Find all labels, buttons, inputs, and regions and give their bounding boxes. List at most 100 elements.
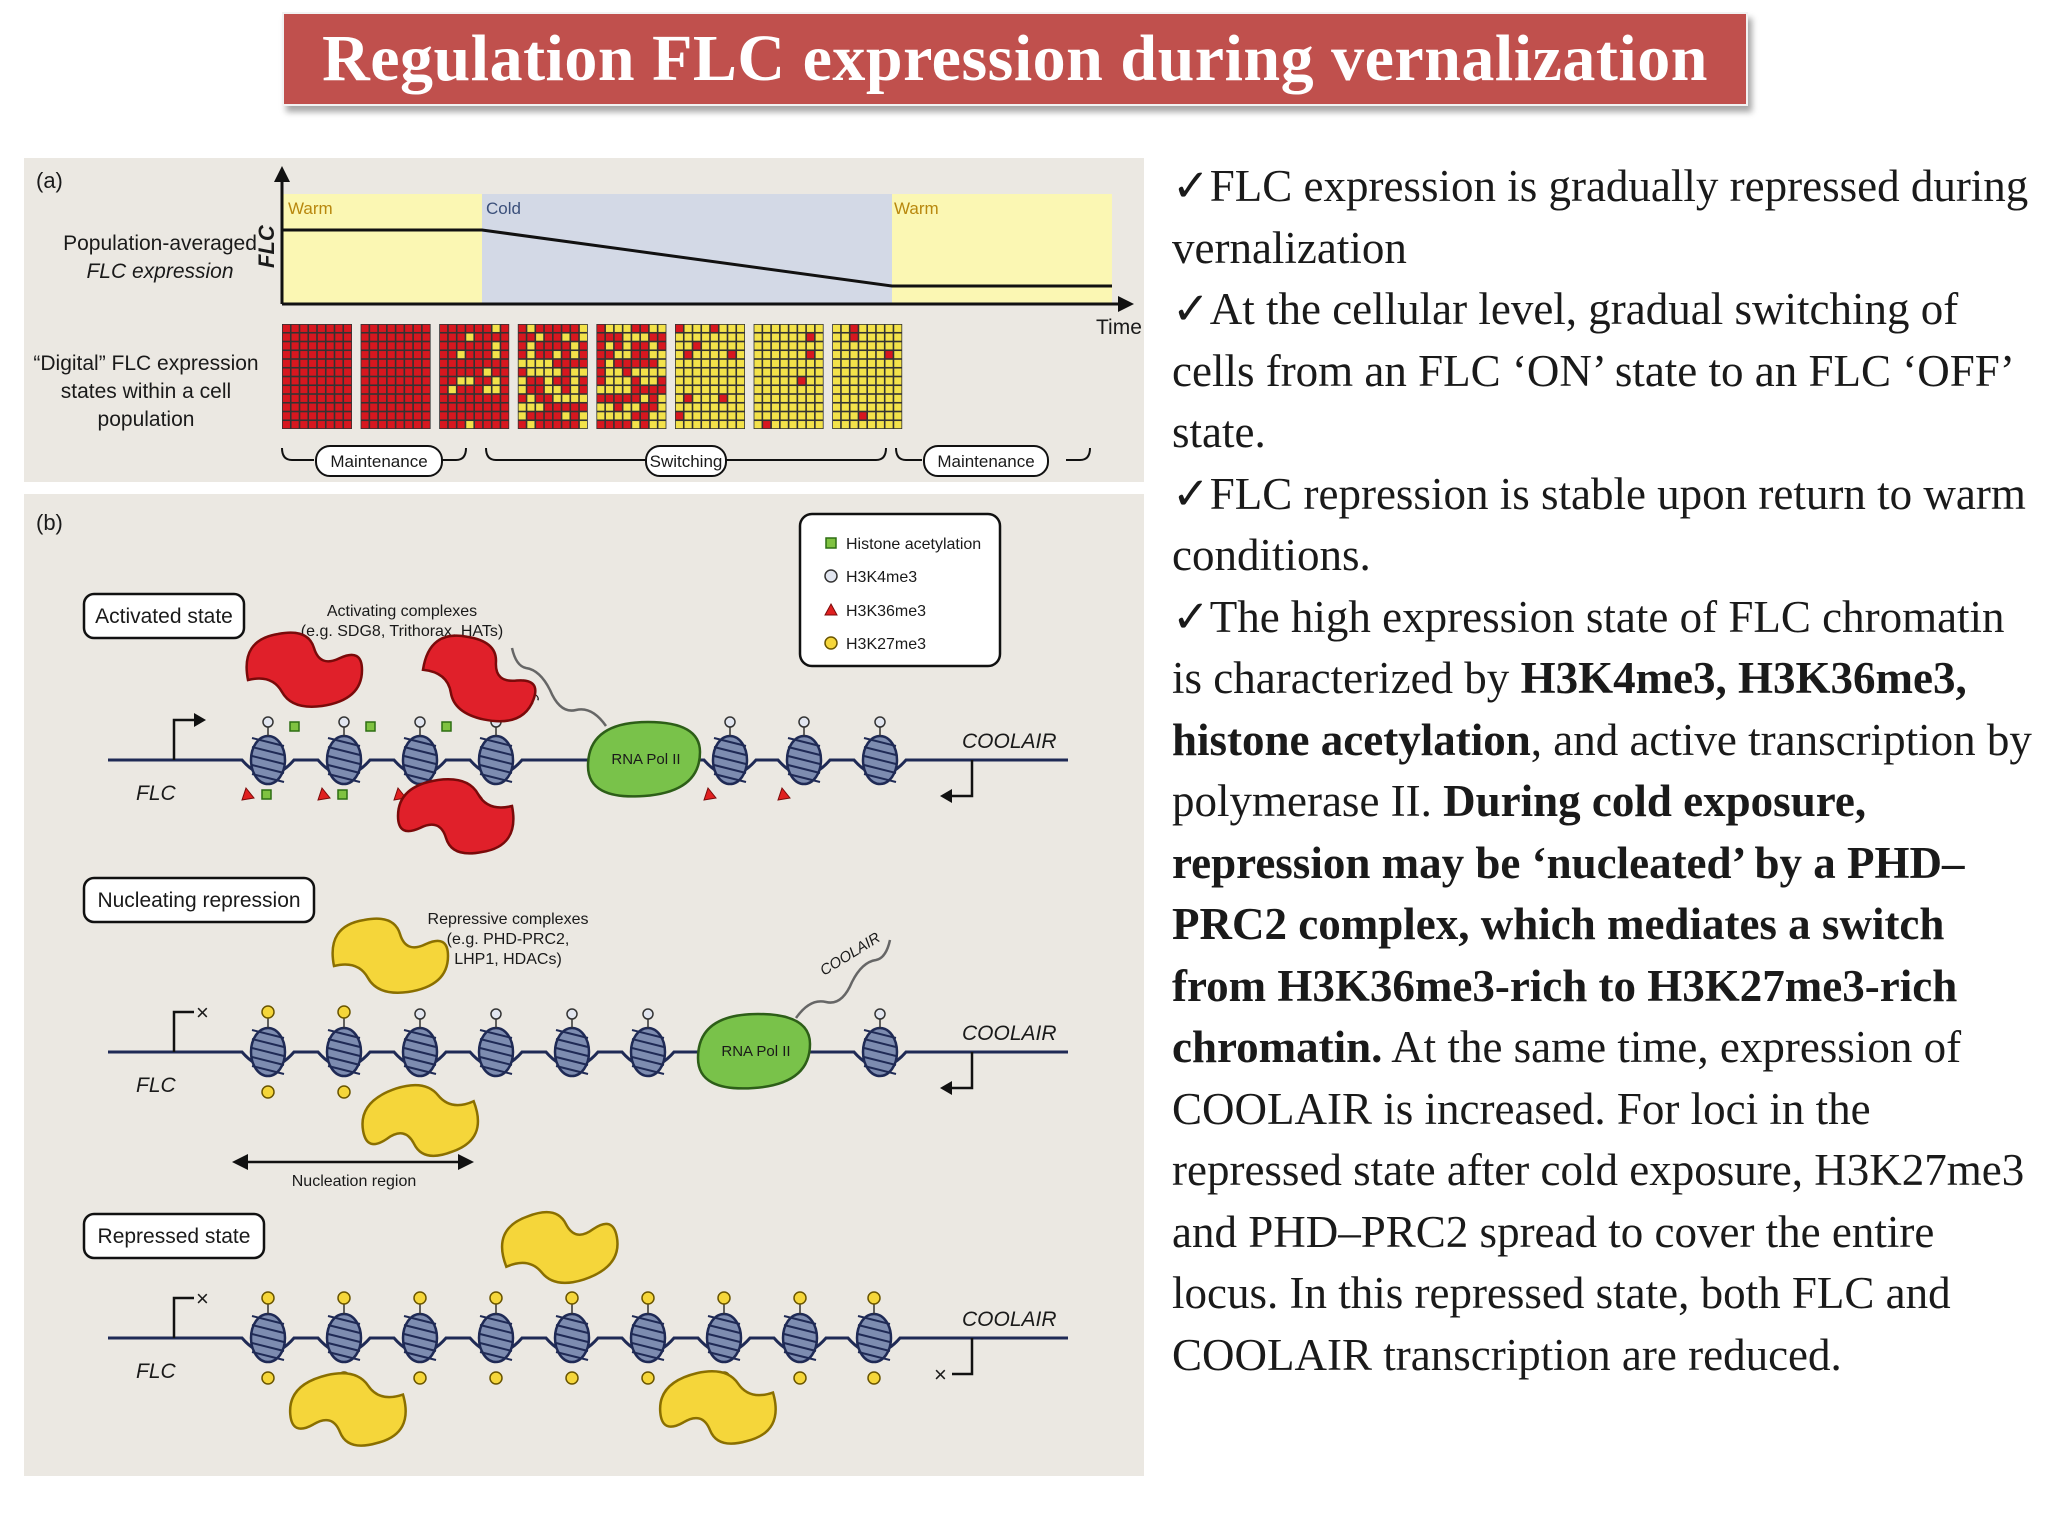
cell-off xyxy=(675,421,683,429)
cell-off xyxy=(649,421,657,429)
cell-off xyxy=(789,351,797,359)
cell-off xyxy=(728,412,736,420)
cell-off xyxy=(771,351,780,359)
cell-off xyxy=(702,394,710,402)
cell-off xyxy=(850,377,858,385)
cell-on xyxy=(326,394,334,402)
cell-grid-frame xyxy=(675,324,745,429)
nucleosome xyxy=(777,716,823,801)
cell-off xyxy=(649,324,657,332)
flc-axis-arrow xyxy=(274,166,290,182)
cell-off xyxy=(710,403,718,411)
cell-off xyxy=(763,386,771,394)
cell-on xyxy=(605,333,614,341)
cell-off xyxy=(841,377,849,385)
cell-on xyxy=(309,421,317,429)
cell-off xyxy=(876,368,884,376)
cell-off xyxy=(737,386,745,394)
cell-on xyxy=(501,324,509,332)
bracket-label-box-2 xyxy=(645,445,727,477)
cell-on xyxy=(361,421,369,429)
cell-on xyxy=(501,368,509,376)
cell-on xyxy=(344,359,352,367)
cell-off xyxy=(763,342,771,350)
nucleating-state-box xyxy=(82,876,316,924)
cell-on xyxy=(597,394,605,402)
cell-off xyxy=(544,386,552,394)
cell-off xyxy=(702,359,710,367)
repressive-complex xyxy=(658,1370,777,1445)
cell-on xyxy=(405,412,413,420)
cell-on xyxy=(422,386,430,394)
cell-on xyxy=(536,377,544,385)
cell-off xyxy=(719,386,727,394)
cell-off xyxy=(798,403,806,411)
cell-off xyxy=(466,333,474,341)
cell-on xyxy=(370,412,378,420)
cell-off xyxy=(771,421,780,429)
cell-on xyxy=(483,342,491,350)
cell-on xyxy=(291,394,299,402)
cell-on xyxy=(640,359,649,367)
cell-off xyxy=(710,394,718,402)
check-icon: ✓ xyxy=(1172,161,1210,211)
rna-pol-ii-label: RNA Pol II xyxy=(721,1043,790,1060)
cell-on xyxy=(562,351,570,359)
cell-off xyxy=(754,359,762,367)
repressive-complex xyxy=(361,1083,480,1158)
cell-grid-6 xyxy=(675,324,745,429)
cell-on xyxy=(562,359,570,367)
nucleating-state-title: Nucleating repression xyxy=(97,889,300,912)
bullet-text-block: ✓FLC expression is gradually repressed d… xyxy=(1172,156,2044,1386)
cell-off xyxy=(798,412,806,420)
cell-on xyxy=(378,412,387,420)
cell-on xyxy=(544,333,552,341)
panel-a-svg: (a) FLC Population-averaged FLC expressi… xyxy=(33,166,1142,477)
cell-grid-frame xyxy=(596,324,667,429)
cell-off xyxy=(483,386,491,394)
bracket-maintenance-2-label: Maintenance xyxy=(937,452,1034,471)
cell-off xyxy=(605,403,614,411)
cell-on xyxy=(632,394,640,402)
cell-on xyxy=(422,421,430,429)
nucleosome xyxy=(393,716,452,801)
cell-off xyxy=(518,359,526,367)
cell-on xyxy=(466,342,474,350)
cell-off xyxy=(702,377,710,385)
cell-on xyxy=(457,342,465,350)
h3k4me3-mark xyxy=(798,716,810,728)
cell-on xyxy=(405,386,413,394)
coolair-gene-label: COOLAIR xyxy=(962,1308,1057,1331)
cell-off xyxy=(737,403,745,411)
nucleosome xyxy=(401,1291,439,1385)
cell-off xyxy=(527,359,535,367)
cell-on xyxy=(309,359,317,367)
cell-on xyxy=(475,368,483,376)
cell-off xyxy=(789,377,797,385)
cell-on xyxy=(501,359,509,367)
h3k27me3-mark xyxy=(641,1371,655,1385)
cell-off xyxy=(754,377,762,385)
cell-on xyxy=(370,421,378,429)
activated-state-title: Activated state xyxy=(95,605,233,628)
cell-off xyxy=(815,324,823,332)
cell-on xyxy=(422,412,430,420)
cell-on xyxy=(405,324,413,332)
h3k36me3-mark xyxy=(777,786,791,801)
cell-grid-1 xyxy=(282,324,352,429)
cell-off xyxy=(623,403,631,411)
cell-on xyxy=(597,324,605,332)
bullet-1: ✓FLC expression is gradually repressed d… xyxy=(1172,156,2044,279)
cell-off xyxy=(885,412,893,420)
bullet-4-bold-nucleation: During cold exposure, repression may be … xyxy=(1172,776,1965,1072)
nucleosome xyxy=(249,1291,287,1385)
h3k4me3-legend-icon xyxy=(824,569,838,583)
cell-off xyxy=(754,386,762,394)
cell-on xyxy=(571,324,579,332)
cell-on xyxy=(335,403,343,411)
cell-off xyxy=(623,342,631,350)
cell-off xyxy=(737,333,745,341)
bracket-switching-label: Switching xyxy=(650,452,723,471)
cell-on xyxy=(483,394,491,402)
cell-off xyxy=(702,351,710,359)
